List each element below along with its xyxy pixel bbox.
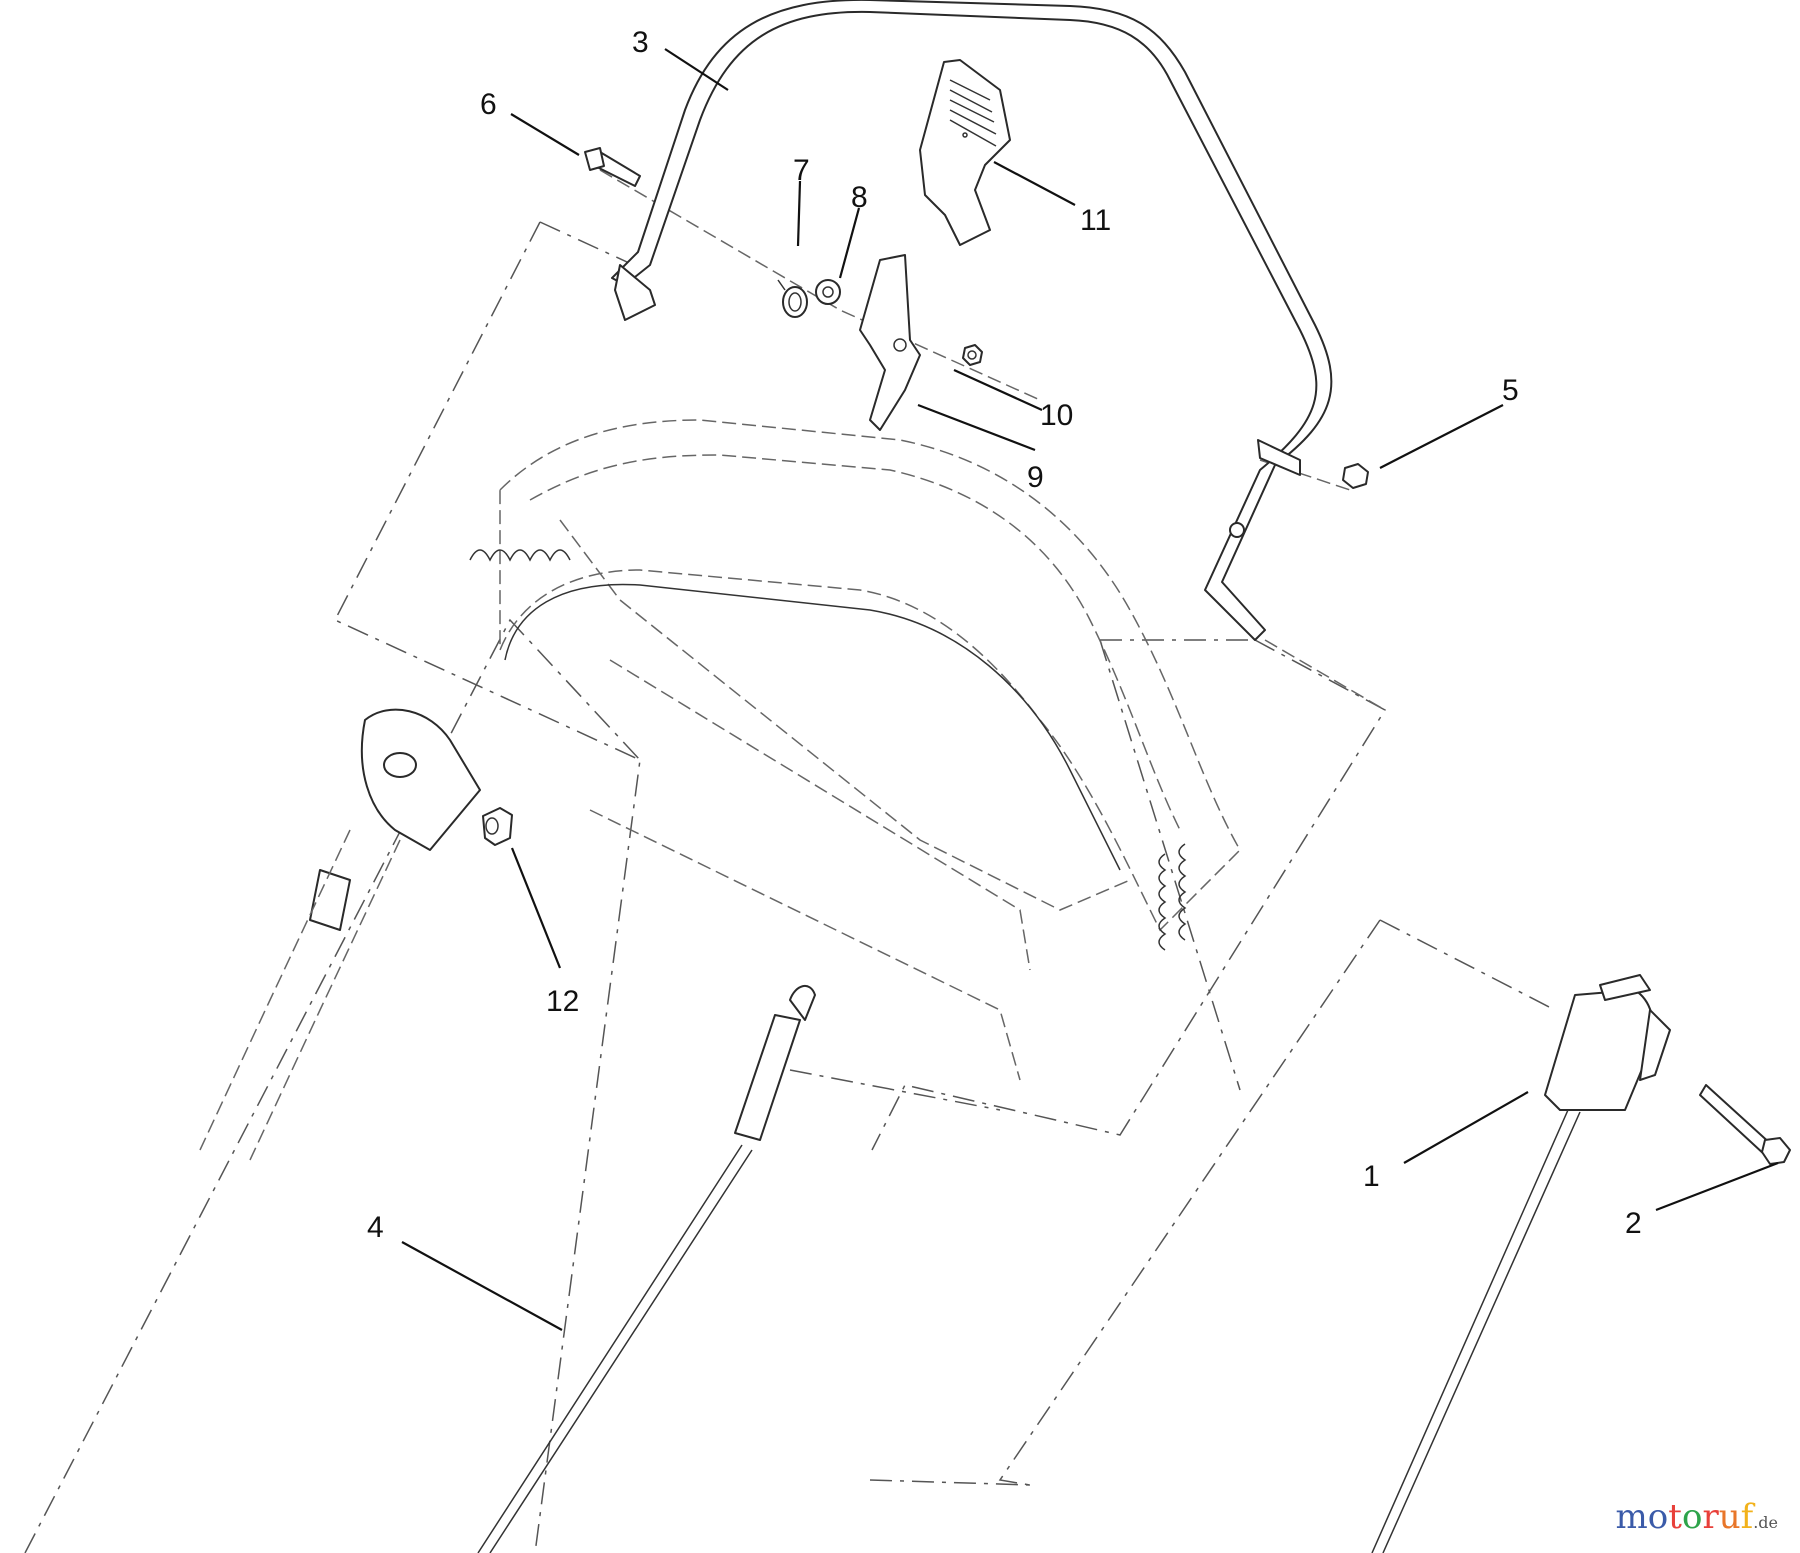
callout-7: 7 — [793, 154, 810, 187]
watermark-logo: motoruf.de — [1616, 1497, 1778, 1537]
lever-9 — [859, 254, 921, 431]
watermark-letter-m: m — [1615, 1497, 1648, 1537]
watermark-letter-u: u — [1718, 1497, 1741, 1537]
watermark-letter-f: f — [1740, 1497, 1754, 1537]
callout-6: 6 — [480, 88, 497, 121]
callout-labels: 3 6 7 8 11 10 9 5 12 4 1 2 — [367, 26, 1642, 1244]
bolt-2 — [1699, 1084, 1791, 1165]
bolt-6 — [584, 147, 641, 187]
callout-2: 2 — [1625, 1207, 1642, 1240]
locknut-10 — [962, 344, 983, 366]
watermark-letter-o: o — [1647, 1497, 1669, 1537]
drive-control-lever-11 — [919, 59, 1011, 246]
cap-12 — [482, 807, 513, 846]
callout-8: 8 — [851, 181, 868, 214]
bushing-8 — [815, 279, 841, 305]
lower-handle-frame — [499, 419, 1241, 1081]
callout-4: 4 — [367, 1211, 384, 1244]
callout-5: 5 — [1502, 374, 1519, 407]
callout-10: 10 — [1040, 399, 1073, 432]
callout-9: 9 — [1027, 461, 1044, 494]
watermark-suffix: .de — [1753, 1513, 1778, 1532]
watermark-letter-o2: o — [1681, 1497, 1703, 1537]
bail-control-bar — [611, 0, 1333, 641]
callout-3: 3 — [632, 26, 649, 59]
nut-5 — [1342, 463, 1369, 489]
left-handle-tube — [199, 708, 481, 1161]
callout-11: 11 — [1080, 204, 1111, 237]
assembly-guide-lines — [24, 169, 1556, 1553]
callout-12: 12 — [546, 985, 579, 1018]
callout-1: 1 — [1363, 1160, 1380, 1193]
cable-control-1 — [1371, 974, 1671, 1553]
grip-serrations — [469, 549, 1187, 951]
cable-4 — [477, 985, 816, 1553]
leader-lines — [401, 48, 1779, 1331]
spring-7 — [777, 279, 808, 318]
watermark-letter-t: t — [1668, 1497, 1682, 1537]
watermark-letter-r: r — [1702, 1497, 1719, 1537]
